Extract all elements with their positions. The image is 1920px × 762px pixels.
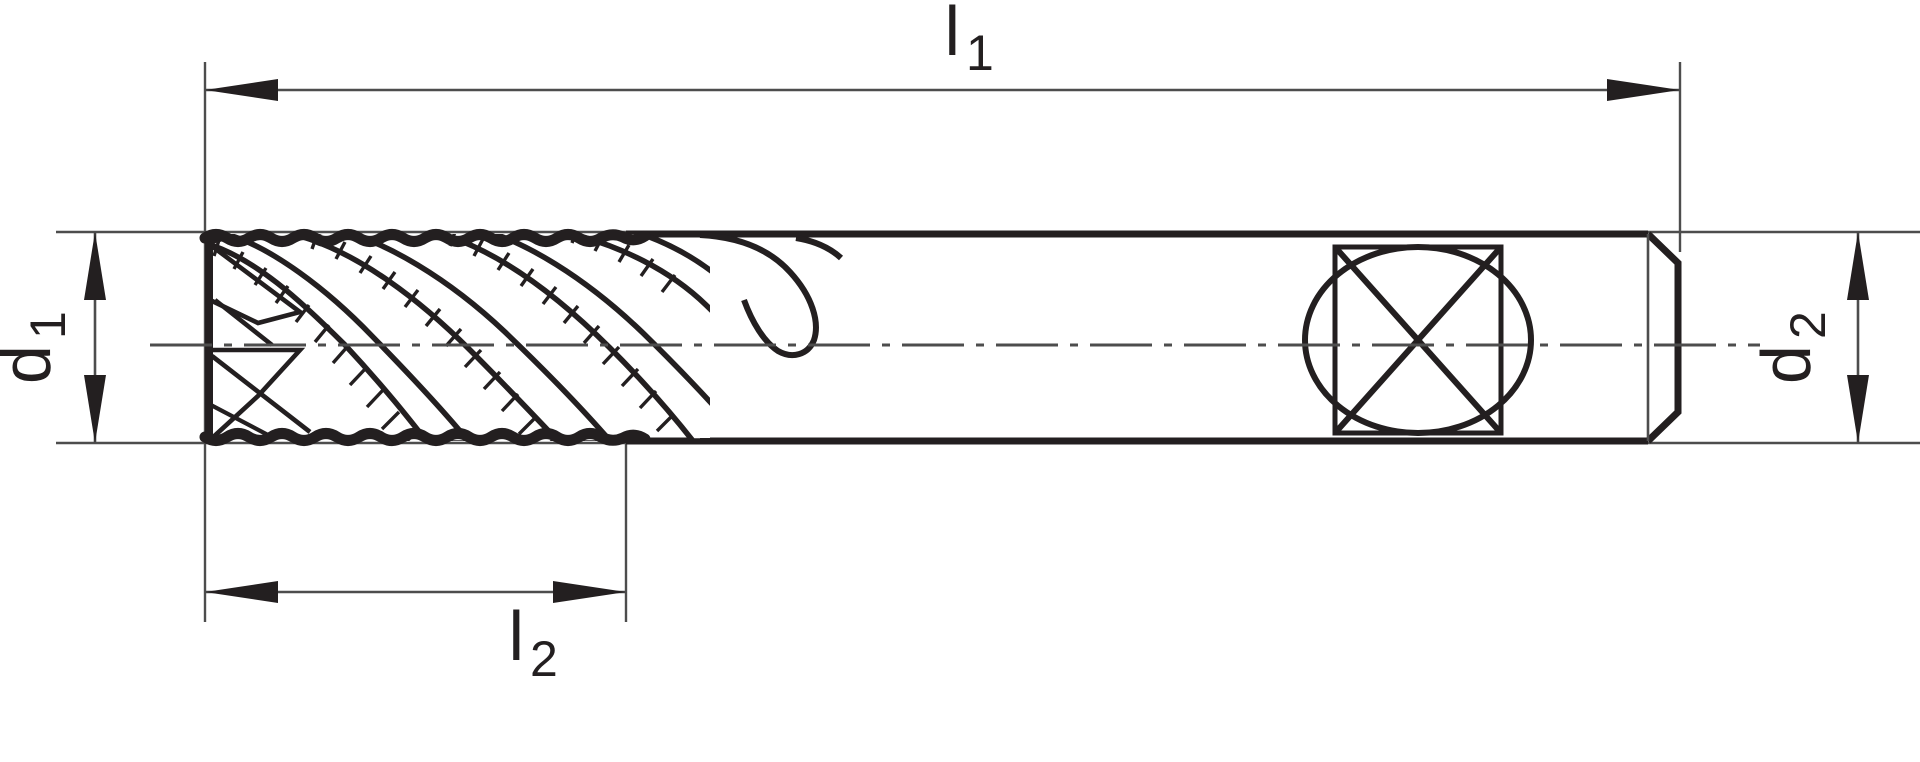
weldon-diagonal-2 <box>1332 245 1504 435</box>
dimension-label-d1-symbol: d <box>0 345 65 384</box>
flute-band-3 <box>437 234 710 441</box>
dimension-label-l2-subscript: 2 <box>530 631 558 687</box>
serrated-bottom-cutting-edge <box>199 428 651 446</box>
arrowhead-d2-bottom <box>1847 375 1869 443</box>
gash-lower-edge <box>210 354 312 434</box>
end-mill-body <box>150 229 1760 446</box>
flute-band-1-outline <box>205 234 472 441</box>
shank-end-chamfer <box>1645 231 1682 444</box>
arrowhead-l2-left <box>205 581 278 603</box>
dimension-label-l1-symbol: l <box>944 0 960 70</box>
arrowhead-d2-top <box>1847 232 1869 300</box>
dimension-d2: d 2 <box>1747 232 1869 443</box>
cutting-section <box>199 229 844 446</box>
flute-band-3-hatch <box>448 234 676 433</box>
end-face-gash <box>205 237 312 442</box>
dimension-l1: l 1 <box>205 0 1680 101</box>
arrowhead-d1-top <box>84 232 106 300</box>
flute-band-4-outline <box>560 234 710 313</box>
dimension-l2: l 2 <box>205 581 626 687</box>
dimension-label-d1-subscript: 1 <box>20 311 76 339</box>
gash-upper <box>207 242 306 326</box>
gash-corner-edge <box>208 402 269 437</box>
arrowhead-l2-right <box>553 581 626 603</box>
dimension-label-l1-subscript: 1 <box>966 25 994 81</box>
dimension-label-d1: d 1 <box>0 311 76 384</box>
dimension-label-d2-symbol: d <box>1747 345 1825 384</box>
arrowhead-d1-bottom <box>84 375 106 443</box>
flute-band-2-outline <box>299 234 614 441</box>
serrated-top-cutting-edge <box>199 229 651 247</box>
flute-runout-tail <box>795 235 844 261</box>
weldon-square <box>1332 244 1504 436</box>
arrowhead-l1-left <box>205 79 278 101</box>
weldon-square-symbol <box>1302 244 1534 436</box>
dimension-label-l2-symbol: l <box>508 597 524 675</box>
flute-band-2 <box>299 234 614 441</box>
gash-center-edge <box>213 298 274 347</box>
dimension-label-d2: d 2 <box>1747 311 1836 384</box>
dimension-label-d2-subscript: 2 <box>1780 311 1836 339</box>
arrowhead-l1-right <box>1607 79 1680 101</box>
dimension-d1: d 1 <box>0 232 106 443</box>
flute-bands <box>205 234 710 441</box>
flute-band-3-outline <box>437 234 710 441</box>
